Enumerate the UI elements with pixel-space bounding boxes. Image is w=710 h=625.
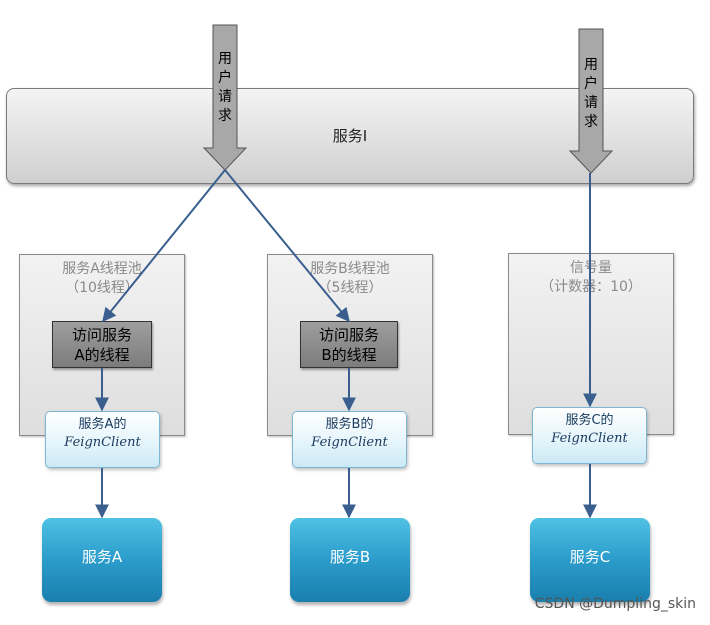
thread-a-label-2: A的线程	[74, 346, 130, 364]
pool-a-subtitle: （10线程）	[65, 280, 139, 296]
thread-b-label-1: 访问服务	[318, 326, 379, 344]
thread-a-box: 访问服务 A的线程	[52, 321, 152, 368]
connector-request-to-thread-b	[224, 169, 350, 323]
request-arrow-1	[202, 24, 248, 171]
thread-b-label-2: B的线程	[321, 346, 377, 364]
feign-c-line2: FeignClient	[551, 431, 628, 446]
request-label-1: 用户请求	[218, 51, 232, 124]
thread-a-label-1: 访问服务	[71, 326, 132, 344]
request-arrow-2	[568, 28, 614, 174]
feign-b-line2: FeignClient	[311, 435, 388, 450]
feign-client-c: 服务C的 FeignClient	[532, 407, 647, 464]
feign-c-line1: 服务C的	[565, 413, 614, 428]
pool-a-title: 服务A线程池	[62, 261, 142, 277]
pool-b-title: 服务B线程池	[310, 261, 390, 277]
feign-a-line2: FeignClient	[64, 435, 141, 450]
feign-client-b: 服务B的 FeignClient	[292, 411, 407, 468]
service-a-node: 服务A	[42, 518, 162, 602]
thread-b-box: 访问服务 B的线程	[300, 321, 398, 368]
watermark: CSDN @Dumpling_skin	[534, 596, 696, 612]
pool-b-subtitle: （5线程）	[317, 280, 383, 296]
service-b-node: 服务B	[290, 518, 410, 602]
service-i-label: 服务I	[332, 127, 368, 145]
feign-b-line1: 服务B的	[325, 417, 374, 432]
feign-a-line1: 服务A的	[78, 417, 127, 432]
service-c-node: 服务C	[530, 518, 650, 602]
feign-client-a: 服务A的 FeignClient	[45, 411, 160, 468]
request-label-2: 用户请求	[584, 57, 598, 130]
connector-request-to-thread-a	[102, 169, 226, 323]
